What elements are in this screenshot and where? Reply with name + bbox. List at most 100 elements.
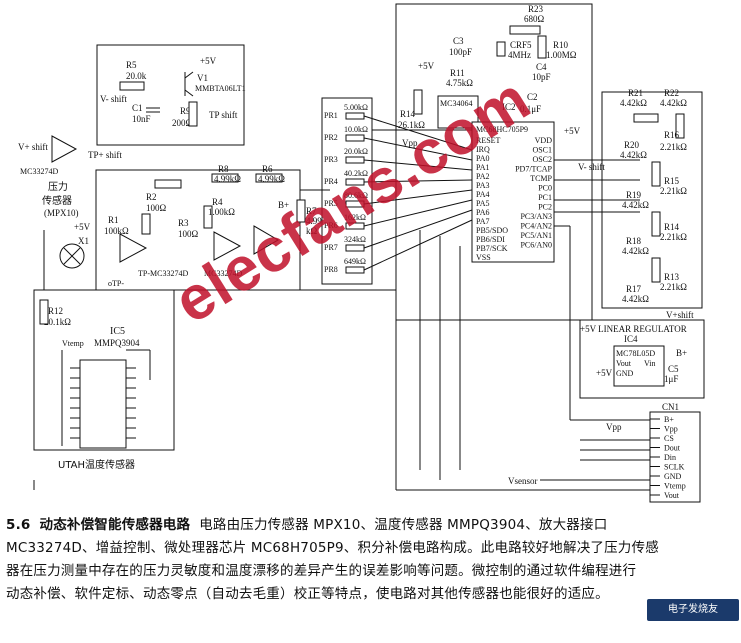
ic3b-op2: MC33274D: [204, 269, 242, 278]
r15-label: R15: [664, 176, 680, 186]
ic1-label: MC34064: [440, 99, 472, 108]
vplus-shift-right: V+shift: [666, 310, 694, 320]
c5-label: C5: [668, 364, 679, 374]
reg-5v: +5V: [596, 368, 613, 378]
transistor-block: R5 20.0k +5V V1 MMBTA06LT1 V- shift C1 1…: [96, 44, 246, 146]
pr4-label: PR4: [324, 177, 338, 186]
caption-line-3: 器在压力测量中存在的压力灵敏度和温度漂移的差异产生的误差影响等问题。微控制的通过…: [6, 563, 637, 579]
cn1-pin-vpp: Vpp: [664, 425, 678, 434]
r6-label: R6: [262, 164, 273, 174]
r2-label: R2: [146, 192, 157, 202]
pr8-value: 649kΩ: [344, 257, 366, 266]
caption-text-1: 电路由压力传感器 MPX10、温度传感器 MMPQ3904、放大器接口: [199, 517, 608, 533]
vtemp-label: Vtemp: [62, 339, 84, 348]
r10-value: 1.00MΩ: [546, 50, 577, 60]
r22-label: R22: [664, 88, 679, 98]
r17-value: 4.42kΩ: [622, 294, 649, 304]
r2-value: 100Ω: [146, 203, 167, 213]
pr5-resistor: [345, 200, 365, 208]
mcu-pins-right: VDDOSC1OSC2PD7/TCAPTCMPPC0PC1PC2PC3/AN3P…: [515, 136, 552, 250]
r20-label: R20: [624, 140, 640, 150]
pr6-value: 162kΩ: [344, 213, 366, 222]
mcu-pin-irq: IRQ: [476, 145, 490, 154]
mcu-pin-reset: RESET: [476, 136, 501, 145]
r10-label: R10: [553, 40, 569, 50]
pr2-label: PR2: [324, 133, 338, 142]
tp-shift-label: TP shift: [209, 110, 238, 120]
r12-label: R12: [48, 306, 63, 316]
pr1-value: 5.00kΩ: [344, 103, 368, 112]
c2-value: 0.1μF: [520, 104, 541, 114]
ic4-vout: Vout: [616, 359, 632, 368]
r8-label: R8: [218, 164, 229, 174]
c1-label: C1: [132, 103, 143, 113]
r3-label: R3: [178, 218, 189, 228]
r6-value: 4.99kΩ: [258, 174, 285, 184]
vshift-label: V- shift: [100, 94, 127, 104]
mcu-pin-pa6: PA6: [476, 208, 490, 217]
mcu-pin-vdd: VDD: [535, 136, 553, 145]
ic4-gnd: GND: [616, 369, 634, 378]
ic2-part: MC68HC705P9: [476, 125, 528, 134]
cn1-pin-vt: Vtemp: [664, 482, 686, 491]
pr8-resistor: [345, 266, 365, 274]
figure-caption: 5.6 动态补偿智能传感器电路 电路由压力传感器 MPX10、温度传感器 MMP…: [6, 514, 738, 606]
r23-label: R23: [528, 4, 544, 14]
r21-label: R21: [628, 88, 643, 98]
r16-label: R16: [664, 130, 680, 140]
sensor-label-3: (MPX10): [44, 208, 79, 218]
circuit-schematic: R5 20.0k +5V V1 MMBTA06LT1 V- shift C1 1…: [18, 3, 705, 503]
x1-label: X1: [78, 236, 89, 246]
c4-value: 10pF: [532, 72, 551, 82]
pr4-resistor: [345, 178, 365, 186]
cn1-pin-b: B+: [664, 415, 674, 424]
r8-value: 4.99kΩ: [214, 174, 241, 184]
caption-line-4: 动态补偿、软件定标、动态零点（自动去毛重）校正等特点，使电路对其他传感器也能很好…: [6, 586, 609, 602]
mcu-pin-tcmp: TCMP: [530, 174, 552, 183]
cn1-label: CN1: [662, 402, 679, 412]
mcu-5v-right: +5V: [564, 126, 581, 136]
r19-label: R19: [626, 190, 642, 200]
mcu-pin-pc4: PC4/AN2: [520, 222, 552, 231]
ic3b-op1: TP-MC33274D: [138, 269, 188, 278]
r18-label: R18: [626, 236, 642, 246]
r14b-value: 2.21kΩ: [660, 232, 687, 242]
ic4-part: MC78L05D: [616, 349, 655, 358]
cn1-pin-din: Din: [664, 453, 676, 462]
c3-value: 100pF: [449, 47, 472, 57]
cn1-pin-gnd: GND: [664, 472, 682, 481]
r7-value: 4.99: [306, 216, 322, 226]
ic5-pins: [70, 367, 136, 439]
mcu-pin-pc0: PC0: [538, 184, 552, 193]
mcu-pin-pa4: PA4: [476, 190, 490, 199]
r9-label: R9: [180, 106, 191, 116]
r15-value: 2.21kΩ: [660, 186, 687, 196]
c4-label: C4: [536, 62, 547, 72]
r14b-label: R14: [664, 222, 680, 232]
caption-line-1: 5.6 动态补偿智能传感器电路 电路由压力传感器 MPX10、温度传感器 MMP…: [6, 514, 738, 537]
mcu-pin-vss: VSS: [476, 253, 491, 262]
right-resistor-network: R21 4.42kΩ R22 4.42kΩ R16 2.21kΩ R20 4.4…: [578, 88, 703, 320]
mcu-pin-pa5: PA5: [476, 199, 490, 208]
linear-regulator: +5V LINEAR REGULATOR IC4 MC78L05D Vout V…: [579, 319, 705, 399]
r9-value: 200Ω: [172, 118, 193, 128]
mcu-pin-pa3: PA3: [476, 181, 490, 190]
vsensor-label: Vsensor: [508, 476, 538, 486]
ic5-label: IC5: [110, 326, 125, 337]
mcu-pin-pa0: PA0: [476, 154, 490, 163]
r19-value: 4.42kΩ: [622, 200, 649, 210]
r7-label: R7: [306, 206, 317, 216]
cn1-pin-cs: CS: [664, 434, 674, 443]
vpp-label: Vpp: [402, 138, 418, 148]
wiring: [33, 129, 650, 491]
mcu-pin-pb6: PB6/SDI: [476, 235, 505, 244]
r3-value: 100Ω: [178, 229, 199, 239]
pr7-resistor: [345, 244, 365, 252]
crf-label: CRF5: [510, 40, 532, 50]
r21-value: 4.42kΩ: [620, 98, 647, 108]
mcu-pin-pc1: PC1: [538, 193, 552, 202]
pr6-label: PR6: [324, 221, 338, 230]
crf-value: 4MHz: [508, 50, 531, 60]
cn1-pin-vo: Vout: [664, 491, 680, 500]
